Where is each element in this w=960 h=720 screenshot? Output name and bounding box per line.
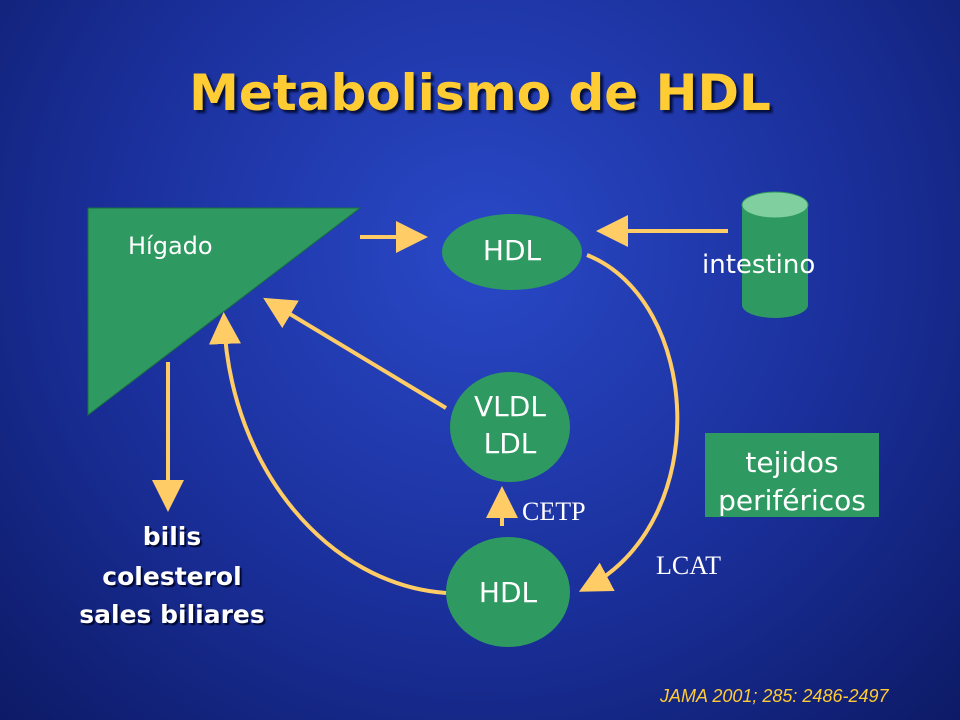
bile-label-3: sales biliares	[79, 600, 265, 629]
hdl-bottom-label: HDL	[478, 576, 538, 609]
slide-title: Metabolismo de HDL	[189, 64, 771, 122]
vldl-label: VLDL	[474, 390, 546, 423]
hdl-top-node	[442, 214, 582, 290]
cetp-label: CETP	[522, 497, 586, 526]
hdl-bottom-node	[446, 537, 570, 647]
ldl-label: LDL	[483, 427, 537, 460]
intestine-label: intestino	[702, 250, 816, 280]
citation: JAMA 2001; 285: 2486-2497	[660, 686, 889, 706]
liver-shape	[87, 207, 362, 417]
liver-label: Hígado	[128, 232, 213, 260]
peripheral-label-1: tejidos	[745, 446, 839, 479]
arrow-vldl-to-liver	[263, 297, 448, 410]
bile-label-1: bilis	[142, 522, 202, 551]
lcat-label: LCAT	[656, 551, 721, 580]
intestine-shape	[741, 191, 809, 318]
vldl-ldl-node	[450, 372, 570, 482]
hdl-top-label: HDL	[482, 234, 542, 267]
bile-label-2: colesterol	[102, 562, 242, 591]
arrow-hdl-to-liver	[208, 312, 447, 595]
peripheral-label-2: periféricos	[718, 484, 866, 517]
arrow-hdl-to-hdl-lcat	[578, 253, 680, 592]
peripheral-tissues-box	[705, 433, 879, 517]
